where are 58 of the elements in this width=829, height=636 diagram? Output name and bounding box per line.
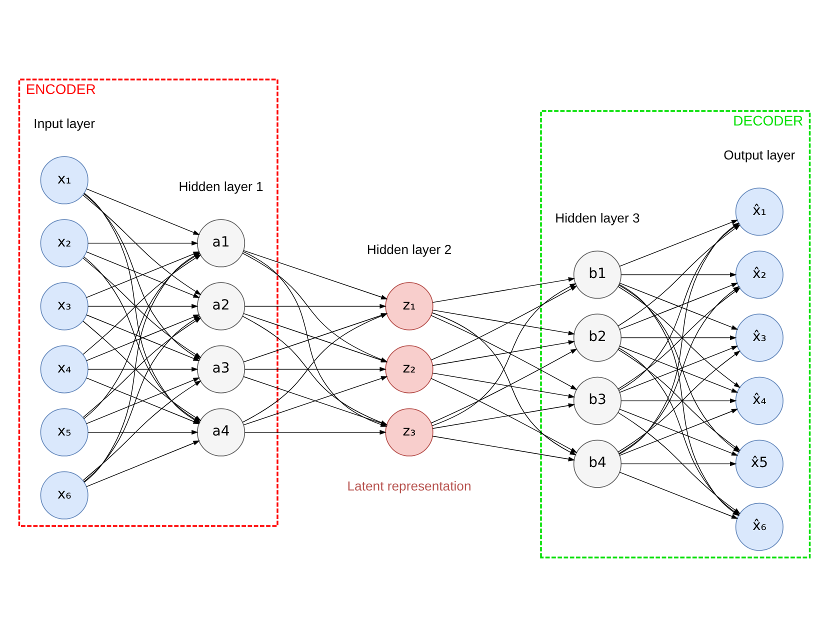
arrow xyxy=(432,372,576,398)
node-circle: a2 xyxy=(196,282,246,330)
node-circle: x₆ xyxy=(40,470,88,519)
node-circle: x̂5 xyxy=(735,439,784,488)
node-circle: z₁ xyxy=(385,282,434,330)
node-circle: x̂₂ xyxy=(735,250,784,298)
arrow xyxy=(86,440,200,487)
arrow xyxy=(243,376,388,425)
node-circle: b4 xyxy=(573,439,622,488)
label: Input layer xyxy=(34,116,95,131)
arrow xyxy=(244,303,386,308)
label: Hidden layer 1 xyxy=(178,178,264,194)
label: Output layer xyxy=(724,147,796,162)
node-circle: x₃ xyxy=(40,282,88,330)
node-circle: x̂₆ xyxy=(735,502,784,550)
arrow xyxy=(244,366,386,372)
arrow xyxy=(620,334,737,340)
arrow xyxy=(432,402,576,428)
arrow xyxy=(620,398,737,403)
node-circle: x₅ xyxy=(40,408,88,456)
node-circle: b2 xyxy=(573,313,622,362)
arrow xyxy=(432,276,576,302)
arrow xyxy=(619,345,738,392)
node-circle: z₂ xyxy=(385,344,434,393)
arrow xyxy=(86,188,200,234)
node-circle: x₁ xyxy=(40,156,88,204)
arrow xyxy=(88,429,198,434)
node-circle: b3 xyxy=(573,376,622,424)
arrow xyxy=(88,303,198,308)
node-circle: z₃ xyxy=(385,408,434,456)
node-circle: x̂₃ xyxy=(735,313,784,362)
node-circle: x₂ xyxy=(40,218,88,267)
arrow xyxy=(243,250,388,299)
arrow xyxy=(430,285,578,360)
arrow xyxy=(244,429,386,434)
node-circle: a4 xyxy=(196,408,246,456)
arrow xyxy=(432,309,576,335)
arrow xyxy=(620,272,737,277)
node-circle: a3 xyxy=(196,344,246,393)
label: Latent representation xyxy=(347,478,472,494)
node-circle: b1 xyxy=(573,250,622,298)
arrow xyxy=(432,340,576,366)
label: Hidden layer 2 xyxy=(366,242,452,257)
arrow xyxy=(88,366,198,372)
arrow xyxy=(430,378,578,453)
node-circle: x̂₄ xyxy=(735,376,784,424)
arrow xyxy=(430,314,578,390)
arrow xyxy=(619,282,738,330)
arrow xyxy=(88,240,198,246)
node-circle: x₄ xyxy=(40,344,88,393)
label: Hidden layer 3 xyxy=(555,210,640,226)
arrow xyxy=(619,219,738,266)
node-circle: a1 xyxy=(196,218,246,267)
arrow xyxy=(619,408,738,456)
arrow xyxy=(620,461,737,466)
arrow xyxy=(432,282,576,426)
node-circle: x̂₁ xyxy=(735,187,784,236)
arrow xyxy=(430,348,578,423)
